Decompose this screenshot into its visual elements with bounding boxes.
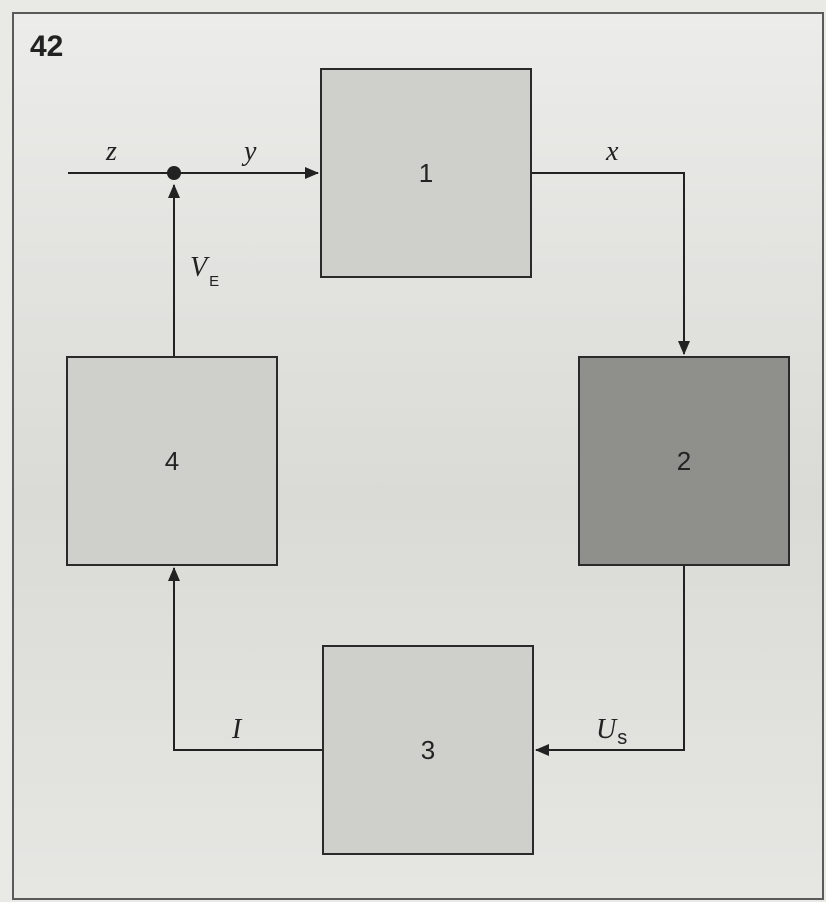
- block-2-label: 2: [676, 445, 692, 476]
- block-3: 3: [322, 645, 534, 855]
- signal-us-main: U: [596, 714, 618, 745]
- wire-i1: [168, 567, 322, 751]
- signal-ve-sub: E: [209, 273, 219, 290]
- block-4-label: 4: [164, 445, 180, 476]
- signal-us-label: Us: [596, 714, 627, 749]
- block-2: 2: [578, 356, 790, 566]
- signal-i1-label: I: [231, 714, 243, 745]
- block-1-label: 1: [418, 157, 434, 188]
- block-1: 1: [320, 68, 532, 278]
- figure-number: 42: [30, 30, 64, 63]
- block-3-label: 3: [420, 734, 436, 765]
- block-4: 4: [66, 356, 278, 566]
- signal-z-label: z: [105, 136, 117, 167]
- summing-junction: [167, 166, 181, 180]
- signal-y-label: y: [241, 136, 257, 167]
- signal-ve-main: V: [190, 252, 210, 283]
- signal-x-label: x: [605, 136, 619, 167]
- wire-x: [532, 172, 690, 355]
- signal-us-sub: s: [617, 727, 627, 749]
- wire-us: [535, 566, 685, 756]
